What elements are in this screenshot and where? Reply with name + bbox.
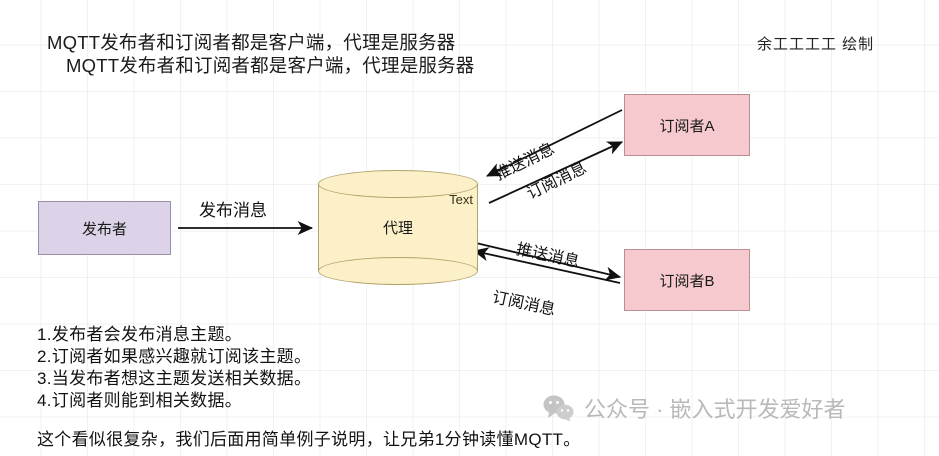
edge-label-publish: 发布消息 [199,201,267,220]
node-broker-label: 代理 [382,220,413,237]
node-subscriber-a[interactable]: 订阅者A [624,94,750,156]
note-item-3: 3.当发布者想这主题发送相关数据。 [37,369,312,388]
title-line-1: MQTT发布者和订阅者都是客户端，代理是服务器 [47,32,456,53]
broker-cylinder-bottom [318,257,478,285]
edge-push-a-arrow [486,109,623,177]
node-publisher[interactable]: 发布者 [38,201,171,255]
edge-push-b-arrow [472,247,621,284]
node-subscriber-a-label: 订阅者A [659,117,715,135]
note-item-2: 2.订阅者如果感兴趣就订阅该主题。 [37,347,312,366]
note-item-4: 4.订阅者则能到相关数据。 [37,391,243,410]
wechat-icon [543,395,574,421]
node-subscriber-b-label: 订阅者B [659,272,715,290]
footer-note: 这个看似很复杂，我们后面用简单例子说明，让兄弟1分钟读懂MQTT。 [37,430,581,449]
note-item-1: 1.发布者会发布消息主题。 [37,325,243,344]
edge-subscribe-b-arrow [475,242,622,281]
broker-cylinder-top [318,170,478,198]
watermark-text: 公众号 · 嵌入式开发爱好者 [584,397,846,422]
broker-text-note: Text [449,192,473,207]
edge-subscribe-a-arrow [488,141,623,204]
title-line-2: MQTT发布者和订阅者都是客户端，代理是服务器 [66,55,475,76]
node-subscriber-b[interactable]: 订阅者B [624,249,750,311]
author-credit: 余工工工工 绘制 [757,36,875,53]
node-publisher-label: 发布者 [81,220,127,238]
watermark: 公众号 · 嵌入式开发爱好者 [543,392,846,424]
node-broker[interactable]: 代理 Text [318,170,478,285]
